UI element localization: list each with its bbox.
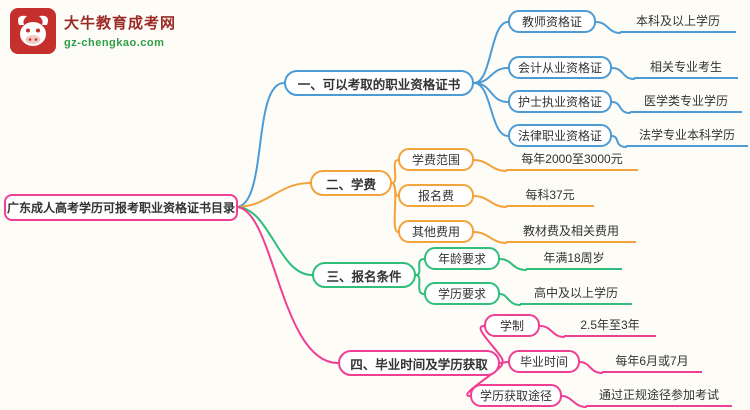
site-logo: 大牛教育成考网 gz-chengkao.com <box>10 8 176 54</box>
logo-bull-icon <box>10 8 56 54</box>
branch-tuition: 二、学费 <box>310 170 392 196</box>
education-requirement-value: 高中及以上学历 <box>520 282 632 305</box>
logo-text: 大牛教育成考网 gz-chengkao.com <box>64 8 176 49</box>
logo-title: 大牛教育成考网 <box>64 15 177 32</box>
schooling-length-value: 2.5年至3年 <box>564 314 656 337</box>
diploma-path-value: 通过正规途径参加考试 <box>586 384 732 407</box>
diploma-path-label: 学历获取途径 <box>470 384 562 407</box>
tuition-range-label: 学费范围 <box>398 148 474 171</box>
logo-domain: gz-chengkao.com <box>64 37 165 49</box>
age-requirement-value: 年满18周岁 <box>526 247 622 270</box>
age-requirement-label: 年龄要求 <box>424 247 500 270</box>
cert-nurse-label: 护士执业资格证 <box>508 90 612 113</box>
schooling-length-label: 学制 <box>484 314 540 337</box>
other-fee-label: 其他费用 <box>398 220 474 243</box>
cert-law-label: 法律职业资格证 <box>508 124 612 147</box>
cert-accounting-label: 会计从业资格证 <box>508 56 612 79</box>
cert-accounting-value: 相关专业考生 <box>634 56 738 79</box>
education-requirement-label: 学历要求 <box>424 282 500 305</box>
graduation-time-value: 每年6月或7月 <box>602 350 702 373</box>
root-topic: 广东成人高考学历可报考职业资格证书目录 <box>4 194 238 221</box>
graduation-time-label: 毕业时间 <box>508 350 580 373</box>
cert-law-value: 法学专业本科学历 <box>626 124 748 147</box>
other-fee-value: 教材费及相关费用 <box>506 220 636 243</box>
cert-teacher-label: 教师资格证 <box>508 10 596 33</box>
registration-fee-value: 每科37元 <box>506 184 594 207</box>
cert-teacher-value: 本科及以上学历 <box>620 10 736 33</box>
tuition-range-value: 每年2000至3000元 <box>506 148 638 171</box>
branch-certificates: 一、可以考取的职业资格证书 <box>284 70 474 96</box>
branch-graduation: 四、毕业时间及学历获取 <box>338 350 500 376</box>
cert-nurse-value: 医学类专业学历 <box>630 90 742 113</box>
branch-requirements: 三、报名条件 <box>312 262 416 288</box>
registration-fee-label: 报名费 <box>398 184 474 207</box>
